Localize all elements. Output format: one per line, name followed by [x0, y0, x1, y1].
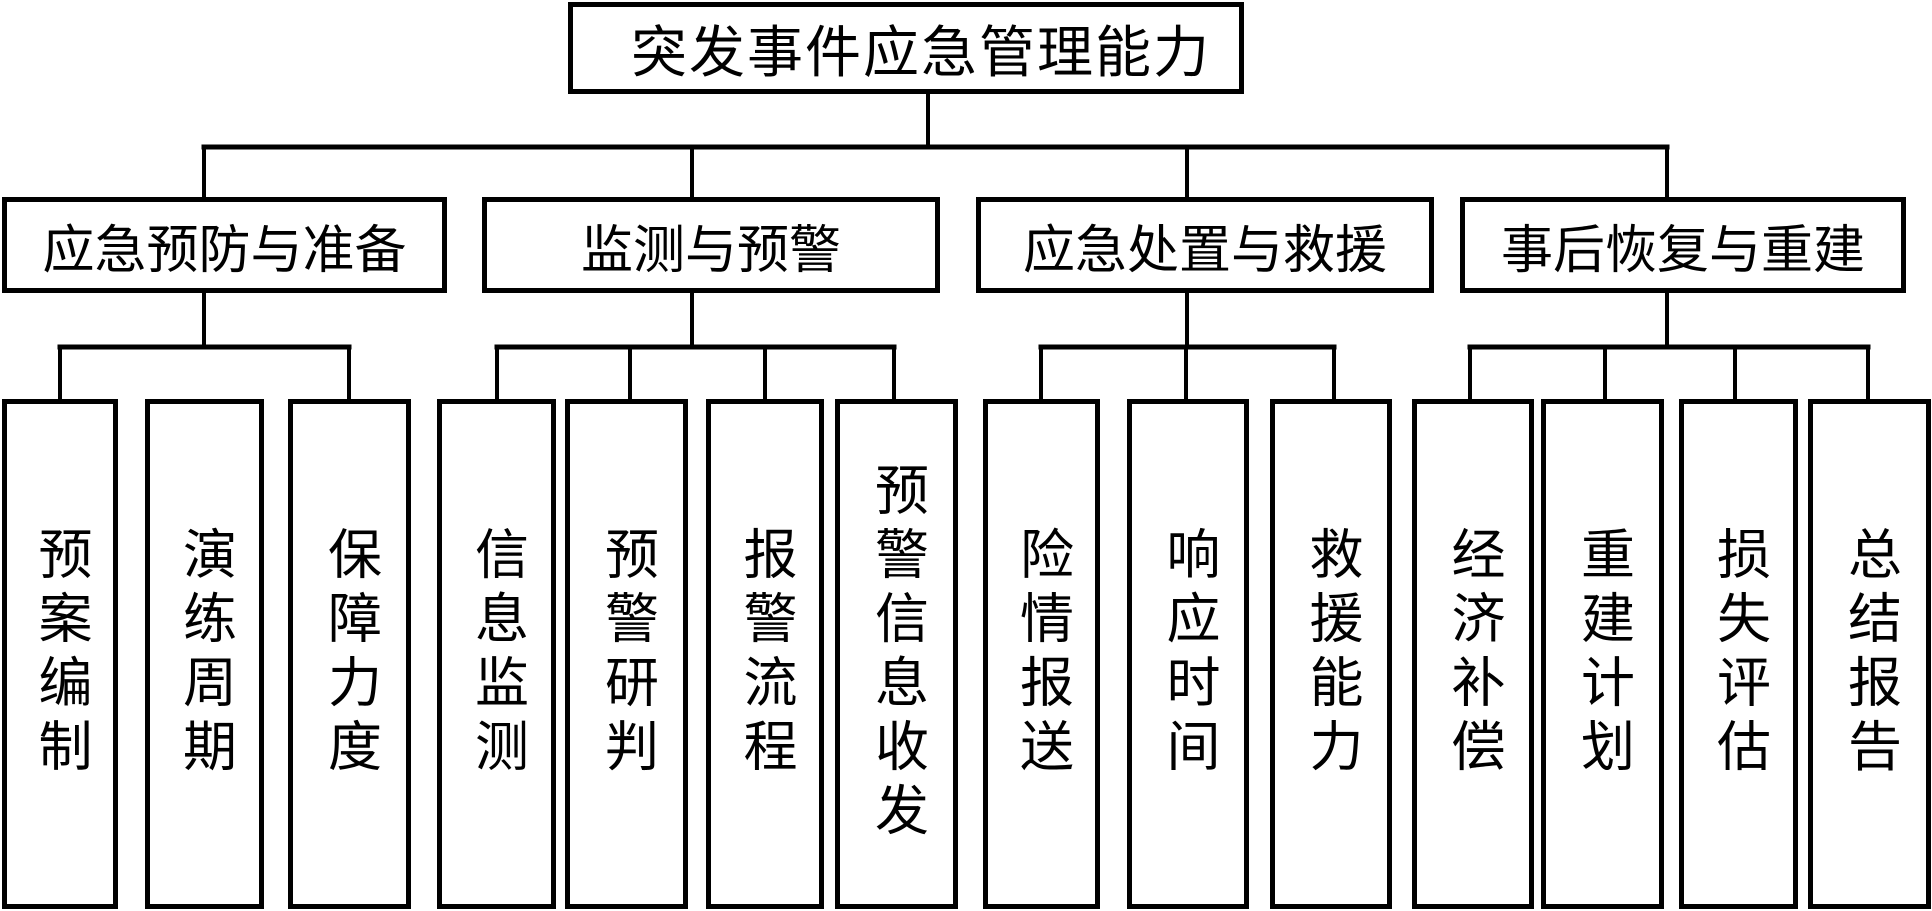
leaf-node: 预警研判 — [565, 399, 688, 909]
leaf-node: 损失评估 — [1679, 399, 1798, 909]
category-node-monitoring: 监测与预警 — [482, 197, 940, 293]
root-label: 突发事件应急管理能力 — [631, 20, 1211, 86]
leaf-node: 保障力度 — [288, 399, 411, 909]
leaf-label: 保障力度 — [318, 526, 382, 782]
category-node-recovery: 事后恢复与重建 — [1460, 197, 1906, 293]
leaf-node: 经济补偿 — [1412, 399, 1534, 909]
leaf-label: 响应时间 — [1157, 526, 1220, 782]
leaf-label: 救援能力 — [1300, 526, 1363, 782]
leaf-label: 报警流程 — [734, 526, 797, 782]
leaf-node: 演练周期 — [145, 399, 264, 909]
leaf-node: 报警流程 — [706, 399, 824, 909]
root-node: 突发事件应急管理能力 — [568, 2, 1244, 94]
leaf-label: 预案编制 — [29, 526, 92, 782]
leaf-node: 重建计划 — [1541, 399, 1664, 909]
leaf-node: 救援能力 — [1270, 399, 1392, 909]
leaf-node: 预案编制 — [2, 399, 118, 909]
leaf-label: 信息监测 — [465, 526, 529, 782]
category-label: 监测与预警 — [580, 220, 841, 281]
leaf-label: 重建计划 — [1571, 526, 1635, 782]
leaf-node: 响应时间 — [1127, 399, 1249, 909]
leaf-node: 信息监测 — [437, 399, 556, 909]
leaf-label: 预警信息收发 — [865, 462, 929, 846]
leaf-node: 总结报告 — [1808, 399, 1931, 909]
category-label: 应急处置与救援 — [1022, 220, 1387, 281]
leaf-node: 预警信息收发 — [835, 399, 958, 909]
category-label: 应急预防与准备 — [42, 220, 407, 281]
category-label: 事后恢复与重建 — [1500, 220, 1865, 281]
leaf-label: 经济补偿 — [1442, 526, 1505, 782]
leaf-label: 损失评估 — [1707, 526, 1771, 782]
leaf-label: 险情报送 — [1010, 526, 1074, 782]
category-node-prevention: 应急预防与准备 — [2, 197, 447, 293]
leaf-node: 险情报送 — [983, 399, 1100, 909]
leaf-label: 预警研判 — [595, 526, 659, 782]
leaf-label: 总结报告 — [1838, 526, 1902, 782]
leaf-label: 演练周期 — [173, 526, 237, 782]
category-node-response: 应急处置与救援 — [976, 197, 1434, 293]
